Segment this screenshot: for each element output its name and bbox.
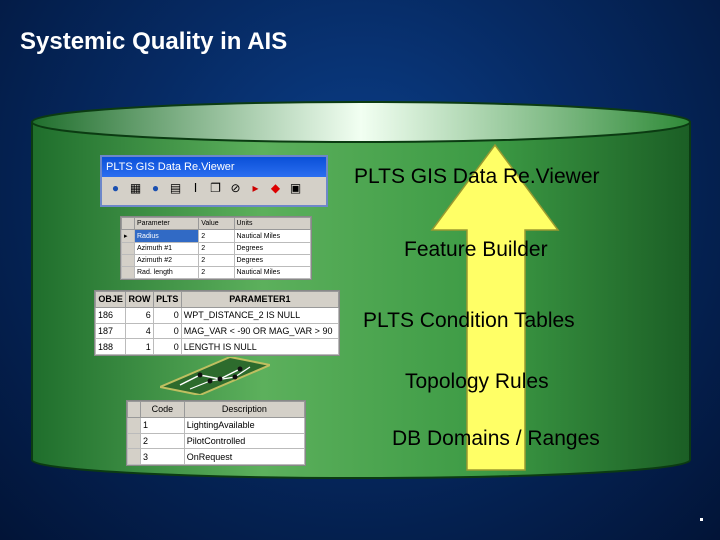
- table-icon[interactable]: ▦: [128, 181, 143, 196]
- label-topology-rules: Topology Rules: [405, 370, 549, 394]
- table-row[interactable]: Azimuth #1 2 Degrees: [122, 243, 311, 255]
- table-row[interactable]: 3 OnRequest: [128, 449, 305, 465]
- col-parameter: Parameter: [135, 218, 199, 230]
- col-units: Units: [234, 218, 311, 230]
- step-icon[interactable]: ⊘: [228, 181, 243, 196]
- table-row[interactable]: Rad. length 2 Nautical Miles: [122, 267, 311, 279]
- label-data-reviewer: PLTS GIS Data Re.Viewer: [354, 165, 600, 189]
- table-row[interactable]: 187 4 0 MAG_VAR < -90 OR MAG_VAR > 90: [96, 323, 339, 339]
- col-description: Description: [184, 402, 304, 418]
- reviewer-toolbar: PLTS GIS Data Re.Viewer ● ▦ ● ▤ Ⅰ ❐ ⊘ ▸ …: [100, 155, 328, 207]
- globe-icon[interactable]: ●: [108, 181, 123, 196]
- col-code: Code: [141, 402, 185, 418]
- play-icon[interactable]: ▸: [248, 181, 263, 196]
- col-plts: PLTS: [153, 292, 181, 308]
- info-icon[interactable]: ●: [148, 181, 163, 196]
- table-row[interactable]: 2 PilotControlled: [128, 433, 305, 449]
- report-icon[interactable]: ▣: [288, 181, 303, 196]
- page-marker: [700, 518, 703, 521]
- text-icon[interactable]: Ⅰ: [188, 181, 203, 196]
- label-db-domains: DB Domains / Ranges: [392, 427, 600, 451]
- topology-board-icon: [160, 357, 270, 395]
- table-row[interactable]: 188 1 0 LENGTH IS NULL: [96, 339, 339, 355]
- parameters-grid: Parameter Value Units ▸ Radius 2 Nautica…: [120, 216, 312, 280]
- label-feature-builder: Feature Builder: [404, 238, 548, 262]
- table-row[interactable]: 1 LightingAvailable: [128, 417, 305, 433]
- copy-icon[interactable]: ❐: [208, 181, 223, 196]
- toolbar-title: PLTS GIS Data Re.Viewer: [102, 157, 326, 177]
- condition-table: OBJE ROW PLTS PARAMETER1 186 6 0 WPT_DIS…: [94, 290, 340, 356]
- col-obje: OBJE: [96, 292, 126, 308]
- domain-table: Code Description 1 LightingAvailable 2 P…: [126, 400, 306, 466]
- table-row[interactable]: 186 6 0 WPT_DISTANCE_2 IS NULL: [96, 307, 339, 323]
- table-row[interactable]: Azimuth #2 2 Degrees: [122, 255, 311, 267]
- table-row[interactable]: ▸ Radius 2 Nautical Miles: [122, 229, 311, 242]
- label-condition-tables: PLTS Condition Tables: [363, 309, 575, 333]
- col-row: ROW: [126, 292, 154, 308]
- list-icon[interactable]: ▤: [168, 181, 183, 196]
- col-parameter1: PARAMETER1: [181, 292, 338, 308]
- col-value: Value: [199, 218, 234, 230]
- diamond-icon[interactable]: ◆: [268, 181, 283, 196]
